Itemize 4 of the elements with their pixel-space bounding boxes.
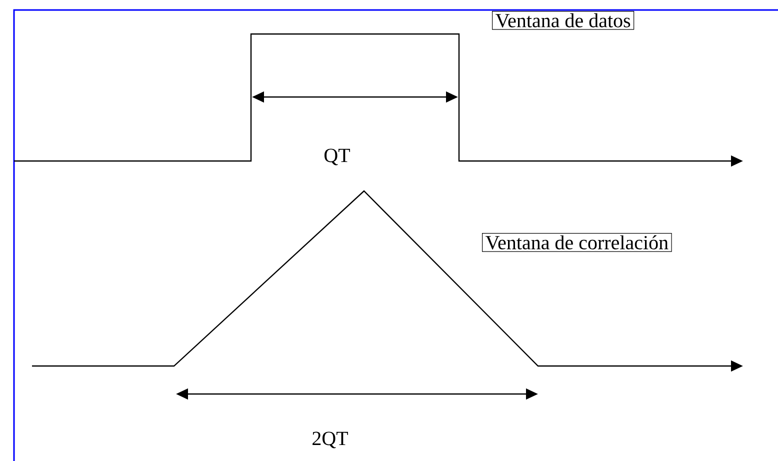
text-box: Ventana de correlación: [482, 233, 672, 252]
dimension-label: 2QT: [312, 432, 348, 448]
text-box: Ventana de datos: [492, 11, 634, 30]
dimension-label: QT: [324, 148, 350, 166]
